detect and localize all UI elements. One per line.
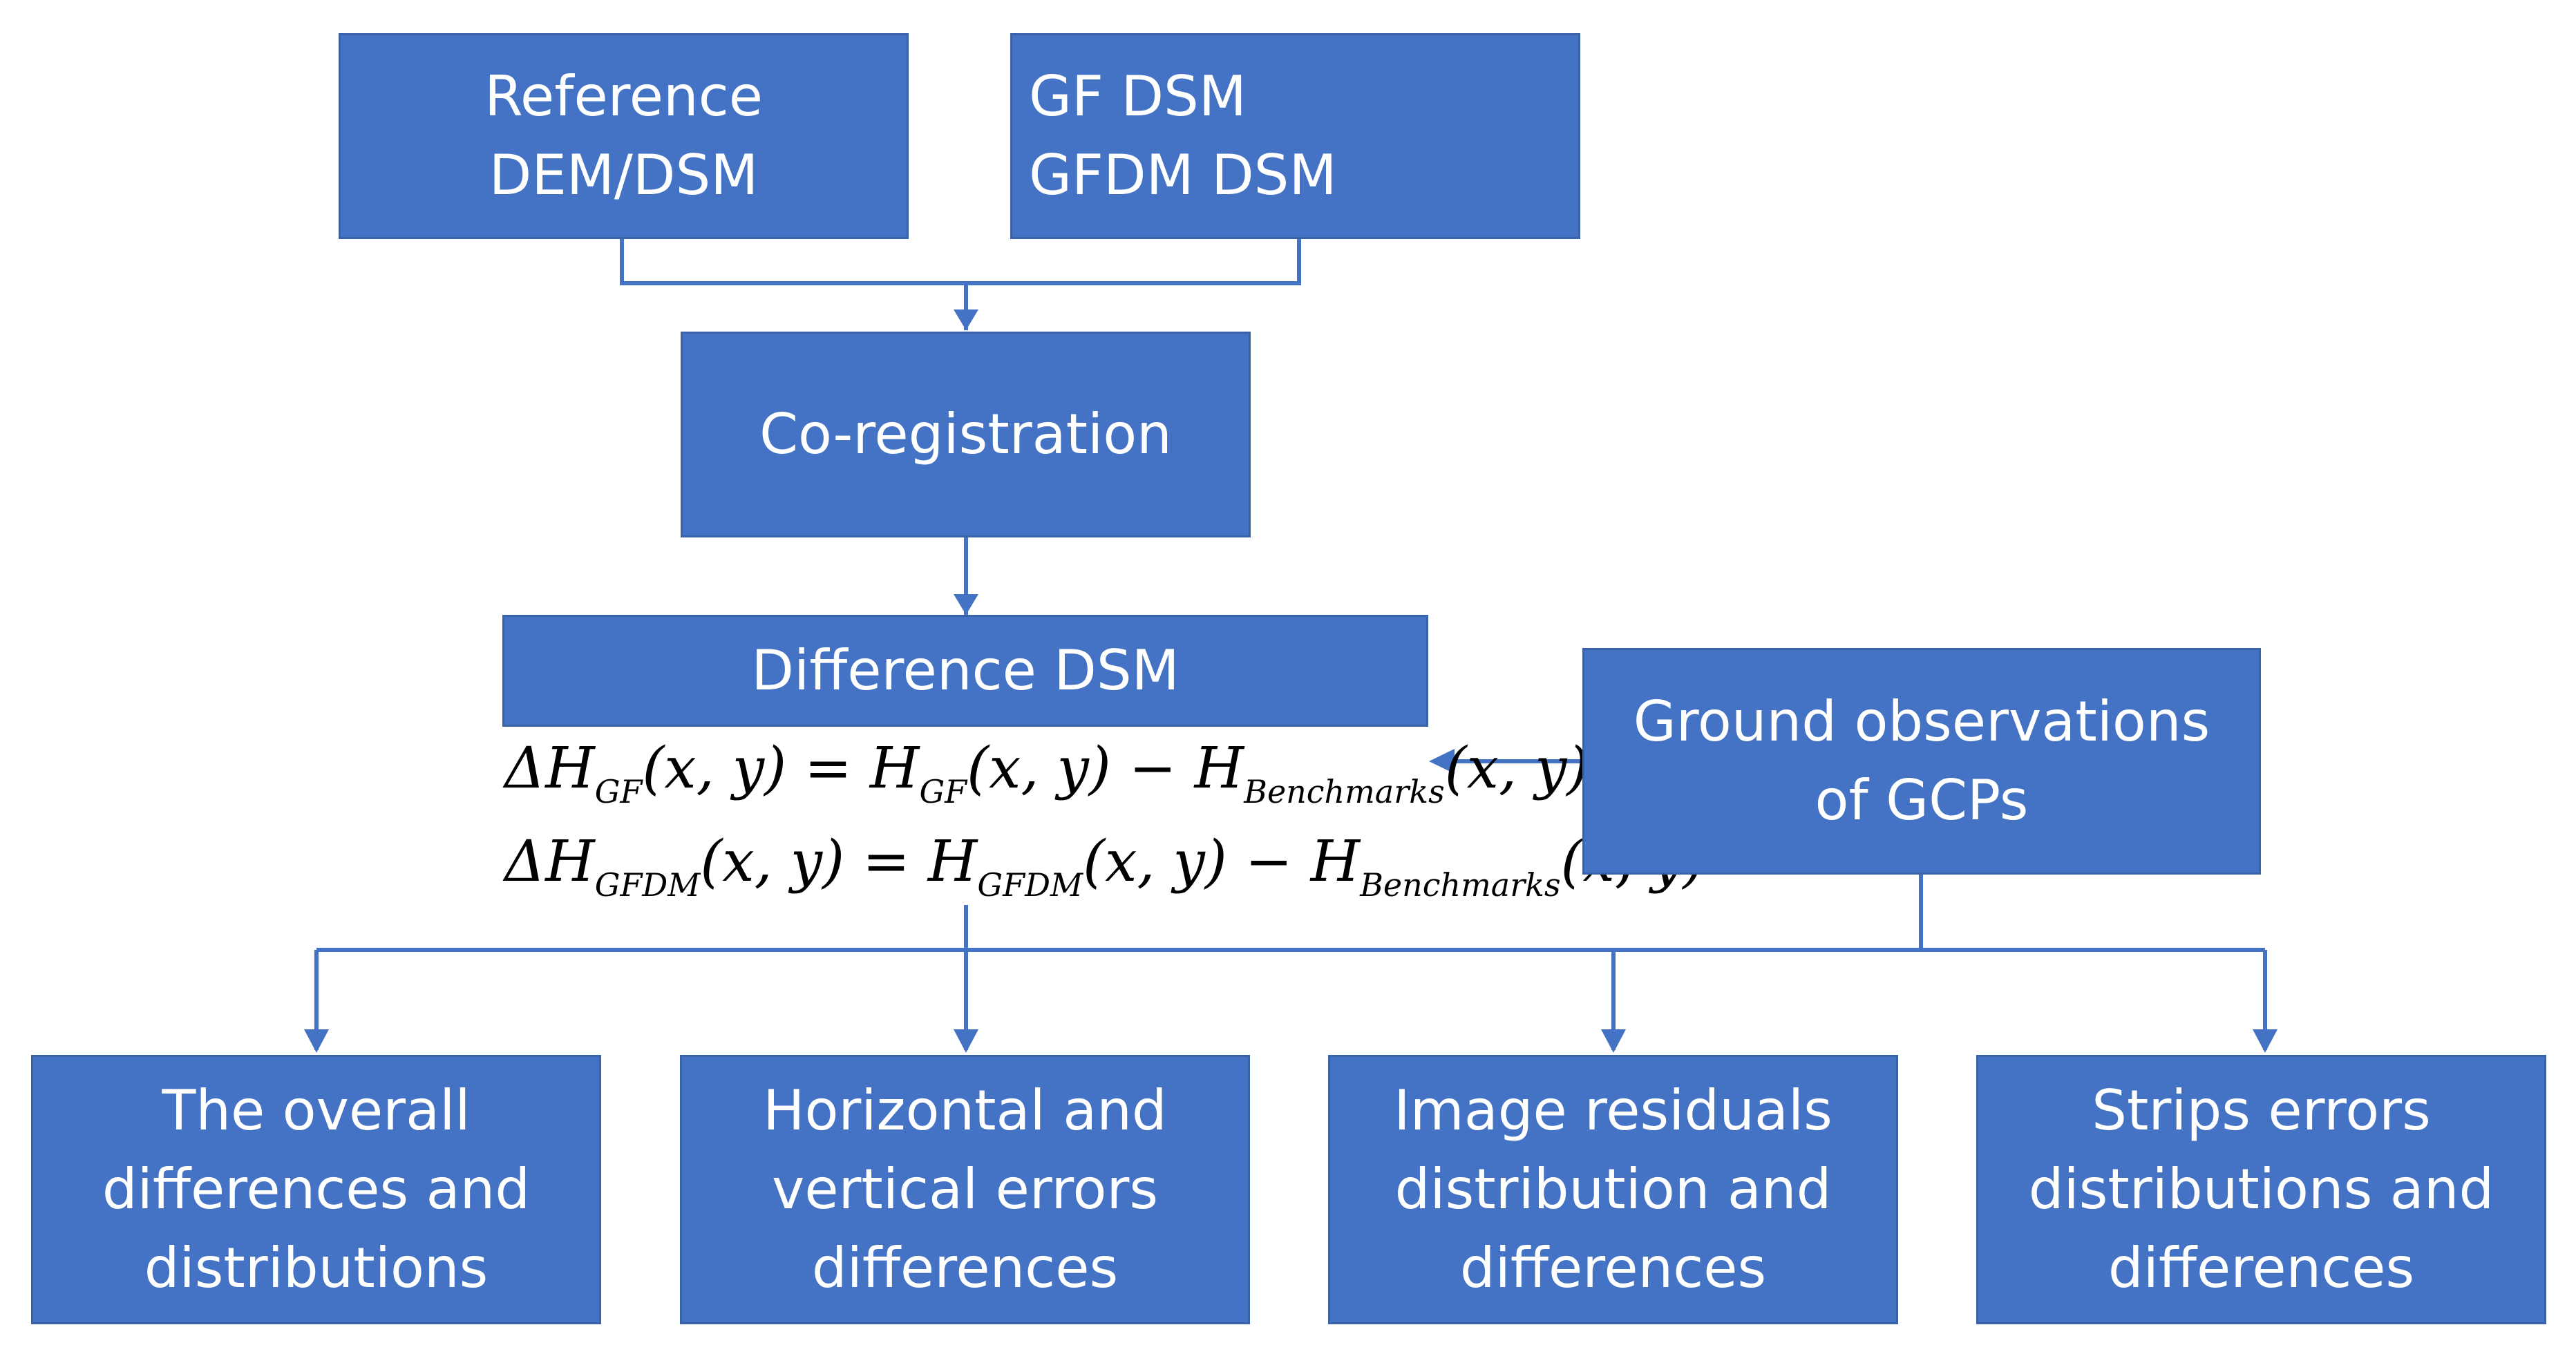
eq1-lhs-sub: GF	[594, 773, 643, 810]
output-horizontal-vertical-box: Horizontal and vertical errors differenc…	[680, 1055, 1250, 1324]
input-dsm-line-2: GFDM DSM	[1029, 143, 1337, 207]
coregistration-box: Co-registration	[681, 332, 1251, 537]
output-4-line-2: distributions and	[2028, 1157, 2494, 1221]
output-4-line-1: Strips errors	[2092, 1078, 2431, 1143]
output-3-line-1: Image residuals	[1394, 1078, 1832, 1143]
arrowhead-output-2	[954, 1029, 978, 1053]
arrowhead-difference	[954, 594, 978, 615]
eq2-mid-sub: GFDM	[977, 866, 1083, 904]
input-dsm-line-1: GF DSM	[1029, 64, 1247, 128]
eq1-args2: (x, y) − H	[967, 736, 1244, 801]
output-2-line-1: Horizontal and	[763, 1078, 1167, 1143]
input-dsm-box: GF DSM GFDM DSM	[1010, 33, 1580, 239]
equation-gf: ΔHGF(x, y) = HGF(x, y) − HBenchmarks(x, …	[504, 736, 1589, 810]
eq1-args: (x, y) = H	[642, 736, 920, 801]
output-2-line-3: differences	[811, 1236, 1119, 1300]
output-strips-errors-box: Strips errors distributions and differen…	[1976, 1055, 2546, 1324]
arrowhead-equations	[1429, 749, 1455, 774]
ground-observations-box: Ground observations of GCPs	[1582, 648, 2261, 875]
difference-dsm-label: Difference DSM	[751, 638, 1180, 703]
eq2-args2: (x, y) − H	[1083, 829, 1361, 895]
difference-dsm-box: Difference DSM	[502, 615, 1428, 727]
eq1-args3: (x, y)	[1444, 736, 1589, 801]
output-1-line-3: distributions	[144, 1236, 489, 1300]
output-1-line-1: The overall	[162, 1078, 471, 1143]
eq1-lhs: ΔH	[504, 736, 595, 801]
reference-line-2: DEM/DSM	[489, 143, 759, 207]
eq2-rhs-sub: Benchmarks	[1360, 866, 1561, 904]
reference-dem-box: Reference DEM/DSM	[339, 33, 909, 239]
arrowhead-output-1	[304, 1029, 329, 1053]
ground-line-1: Ground observations	[1633, 689, 2210, 754]
output-2-line-2: vertical errors	[771, 1157, 1159, 1221]
connector-inputs-merge	[620, 239, 1301, 285]
eq2-lhs: ΔH	[504, 829, 595, 895]
equation-gfdm: ΔHGFDM(x, y) = HGFDM(x, y) − HBenchmarks…	[504, 829, 1705, 904]
arrowhead-output-4	[2253, 1029, 2277, 1053]
output-3-line-3: differences	[1459, 1236, 1767, 1300]
output-3-line-2: distribution and	[1394, 1157, 1832, 1221]
ground-line-2: of GCPs	[1815, 768, 2029, 832]
eq1-rhs-sub: Benchmarks	[1244, 773, 1445, 810]
output-1-line-2: differences and	[102, 1157, 531, 1221]
reference-line-1: Reference	[484, 64, 763, 128]
eq1-mid-sub: GF	[919, 773, 967, 810]
eq2-lhs-sub: GFDM	[594, 866, 701, 904]
arrowhead-coregistration	[954, 309, 978, 330]
arrowhead-output-3	[1601, 1029, 1626, 1053]
output-image-residuals-box: Image residuals distribution and differe…	[1328, 1055, 1898, 1324]
eq2-args: (x, y) = H	[700, 829, 978, 895]
output-4-line-3: differences	[2108, 1236, 2415, 1300]
output-overall-differences-box: The overall differences and distribution…	[31, 1055, 601, 1324]
coregistration-label: Co-registration	[759, 402, 1172, 466]
